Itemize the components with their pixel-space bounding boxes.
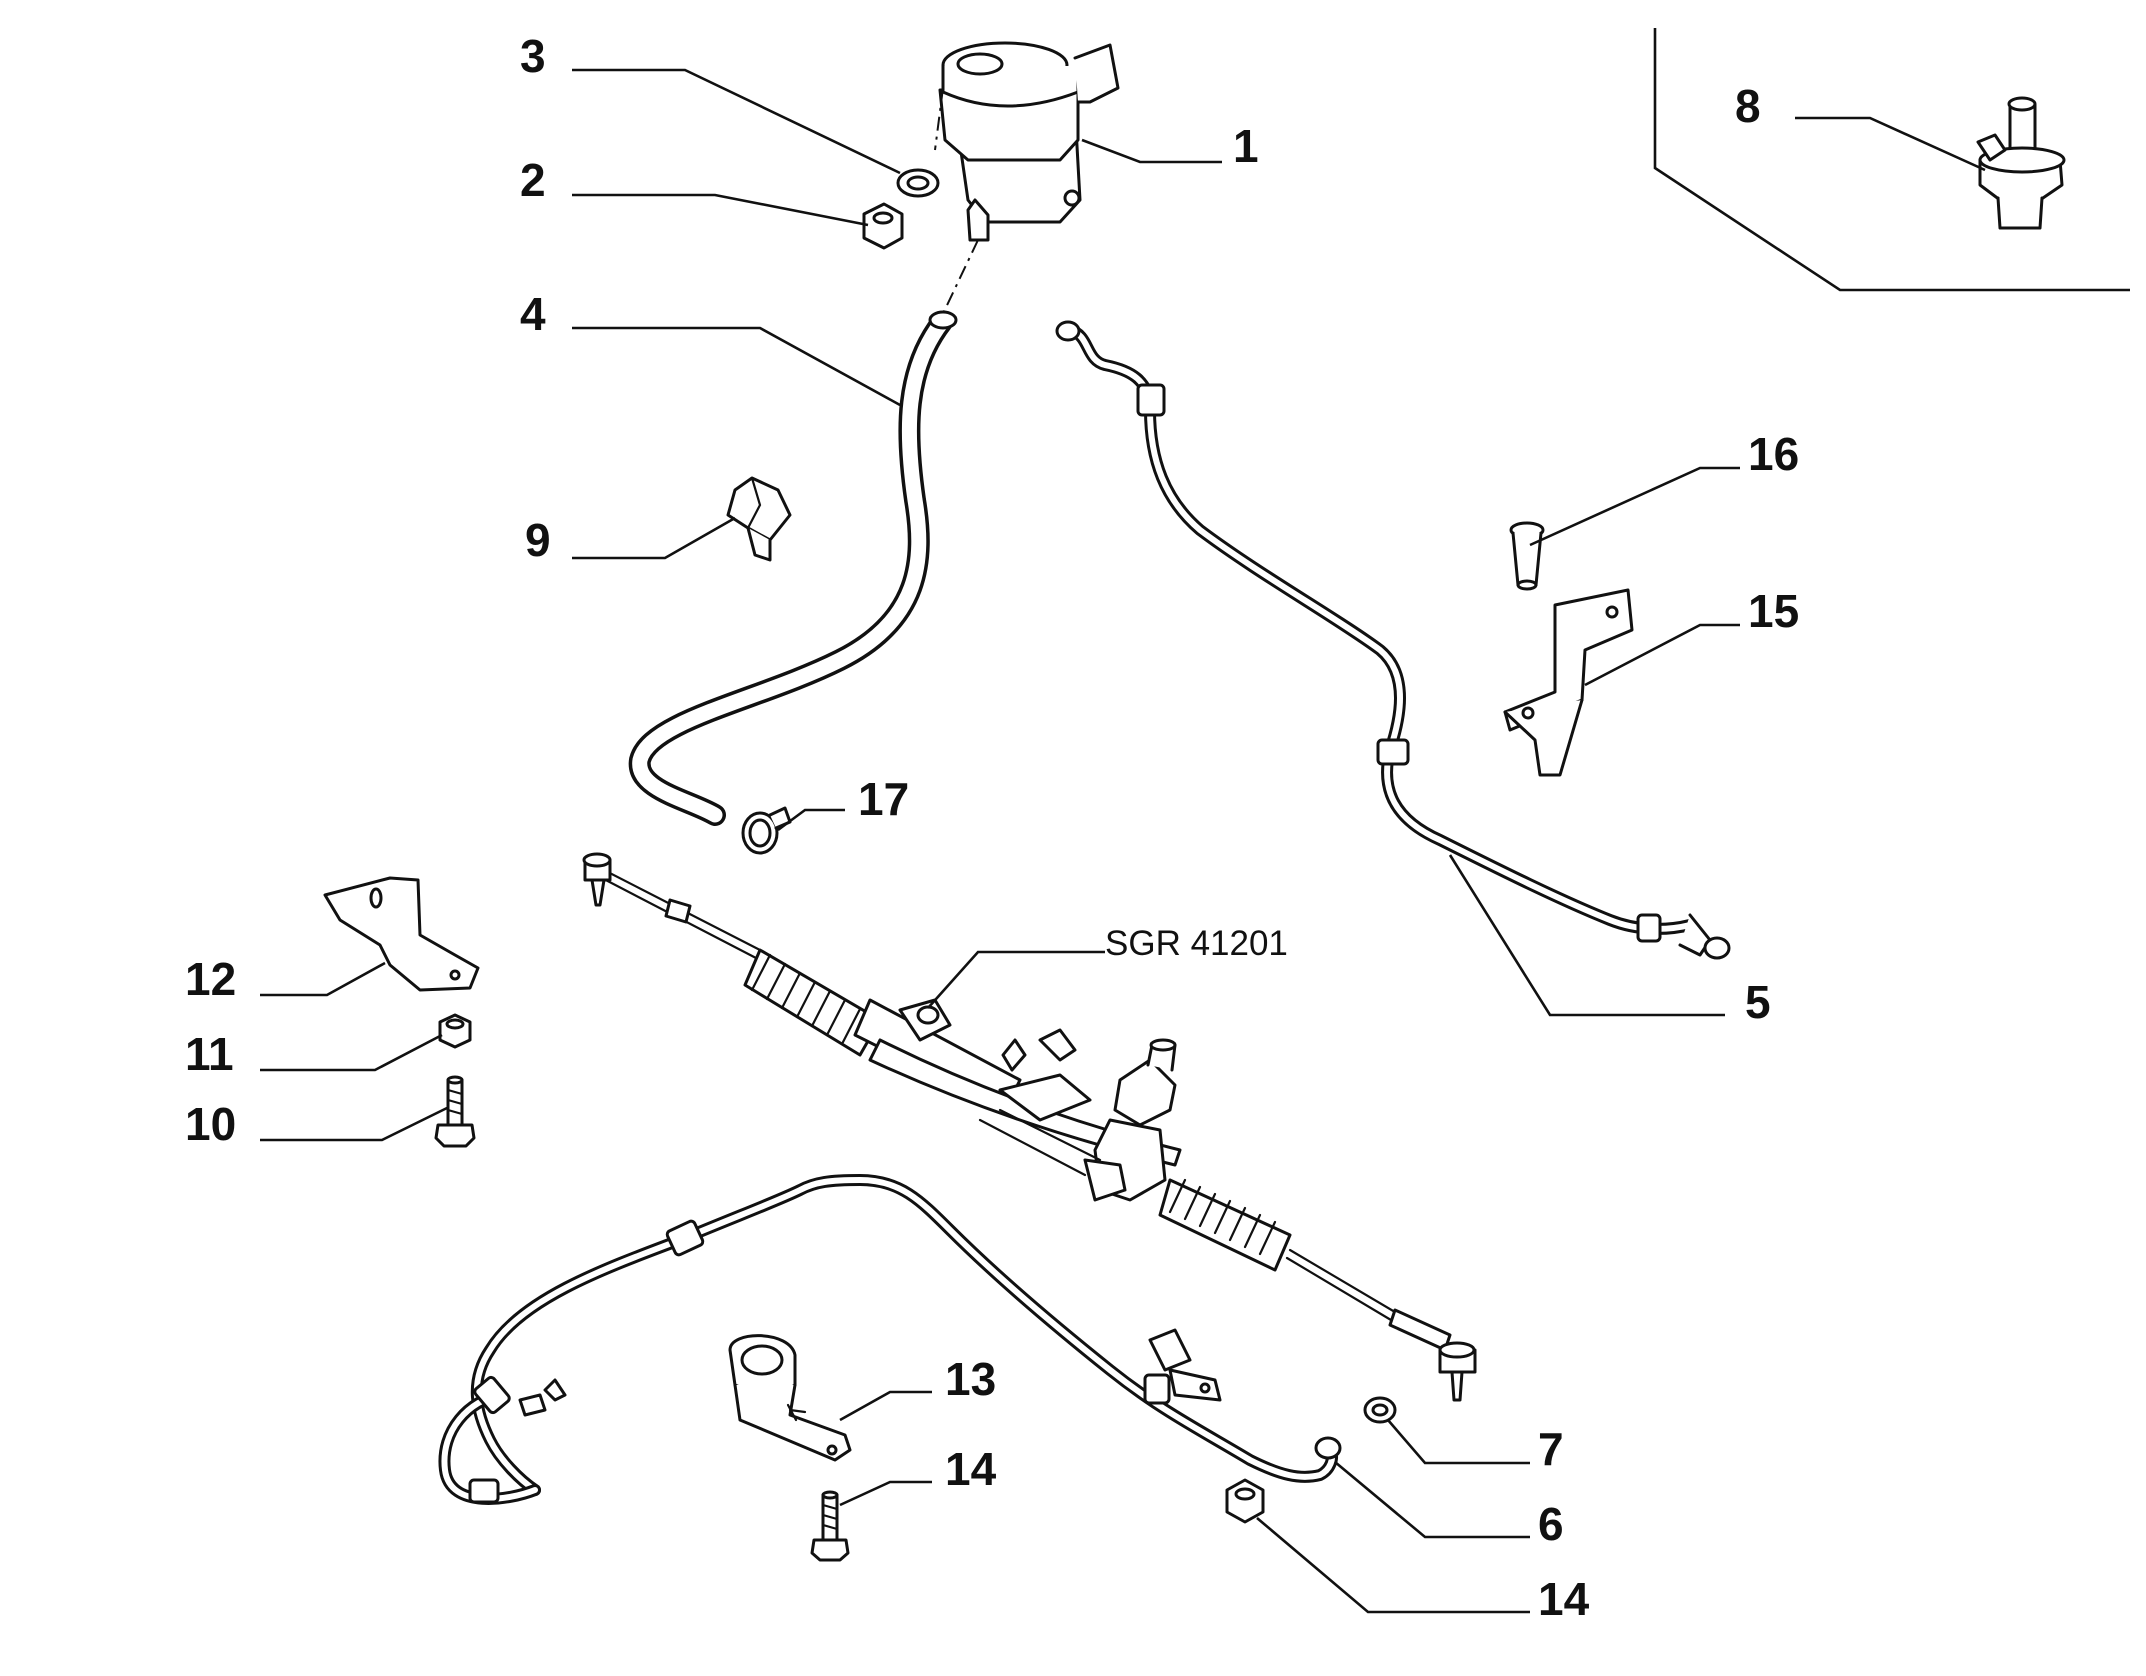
- callout-4: 4: [520, 288, 546, 340]
- callout-6: 6: [1538, 1498, 1564, 1550]
- bushing-part-16[interactable]: [1509, 521, 1545, 591]
- callout-9: 9: [525, 514, 551, 566]
- callout-10: 10: [185, 1098, 236, 1150]
- valve-part-8[interactable]: [1976, 96, 2066, 230]
- bolt-part-10[interactable]: [434, 1075, 476, 1148]
- clip-part-9[interactable]: [726, 476, 792, 562]
- return-hose-part-4[interactable]: [628, 310, 958, 826]
- bolt-part-14a[interactable]: [810, 1490, 850, 1562]
- callout-5: 5: [1745, 976, 1771, 1028]
- callout-14-bolt: 14: [945, 1443, 997, 1495]
- callout-14-nut: 14: [1538, 1573, 1590, 1625]
- bracket-part-12[interactable]: [323, 876, 480, 992]
- callout-7: 7: [1538, 1423, 1564, 1475]
- callout-15: 15: [1748, 585, 1799, 637]
- callout-17: 17: [858, 773, 909, 825]
- callout-11: 11: [185, 1028, 234, 1080]
- callout-labels: 3 2 1 4 9 17 8 16 15 5 12 11 10 SGR 4120…: [185, 30, 1799, 1625]
- washer-part-7[interactable]: [1363, 1396, 1397, 1424]
- callout-3: 3: [520, 30, 546, 82]
- callout-2: 2: [520, 154, 546, 206]
- bracket-part-15[interactable]: [1503, 588, 1634, 777]
- nut-part-2[interactable]: [862, 202, 904, 250]
- steering-rack-assembly[interactable]: [582, 852, 1477, 1402]
- leader-lines: [260, 68, 1986, 1614]
- assembly-code: SGR 41201: [1105, 924, 1288, 963]
- nut-part-14b[interactable]: [1225, 1478, 1265, 1524]
- pressure-pipe-part-5[interactable]: [1055, 320, 1731, 960]
- hose-clamp-part-17[interactable]: [741, 806, 792, 855]
- callout-12: 12: [185, 953, 236, 1005]
- callout-16: 16: [1748, 428, 1799, 480]
- washer-part-3[interactable]: [896, 168, 940, 198]
- callout-8: 8: [1735, 80, 1761, 132]
- clamp-bracket-part-13[interactable]: [728, 1334, 852, 1462]
- nut-part-11[interactable]: [438, 1013, 472, 1049]
- reservoir-part[interactable]: [934, 41, 1120, 321]
- inset-frame: [1653, 28, 2130, 292]
- callout-1: 1: [1233, 120, 1259, 172]
- callout-13: 13: [945, 1353, 996, 1405]
- pressure-pipe-part-6[interactable]: [438, 1174, 1342, 1505]
